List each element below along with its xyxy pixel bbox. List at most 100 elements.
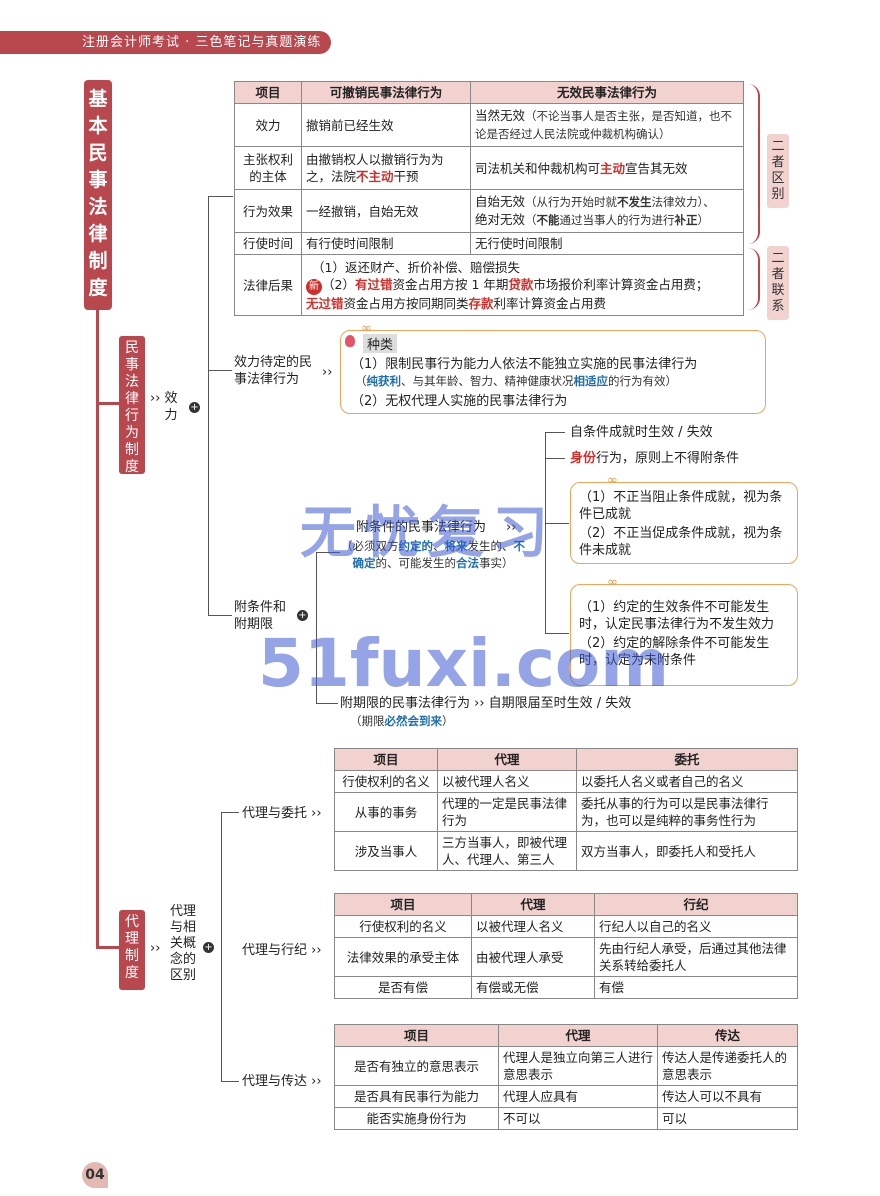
th: 项目	[334, 893, 472, 916]
pending-label: 效力待定的民事法律行为	[234, 354, 324, 388]
cell: 法律效果的承受主体	[334, 937, 472, 977]
expand-icon-agency[interactable]: +	[203, 942, 214, 953]
spine-title: 基本民事法律制度	[84, 80, 112, 310]
tree-line-term	[316, 703, 338, 704]
th: 项目	[334, 1024, 499, 1047]
text: 资金占用方按同期同类	[343, 295, 469, 311]
consequence-line-3: 无过错资金占用方按同期同类存款利率计算资金占用费	[306, 295, 739, 312]
cell: 有偿	[594, 976, 798, 999]
table-agency-broker: 项目代理行纪 行使权利的名义以被代理人名义行纪人以自己的名义 法律效果的承受主体…	[334, 893, 798, 999]
cell-blue: 不发生	[617, 195, 652, 209]
cell: 司法机关和仲裁机构可主动宣告其无效	[470, 146, 744, 190]
text: 行为，原则上不得附条件	[596, 451, 740, 466]
tree-line-cond-top	[316, 552, 340, 553]
table-row: 能否实施身份行为不可以可以	[334, 1107, 798, 1130]
cell: 涉及当事人	[334, 831, 438, 871]
cell: 是否具有民事行为能力	[334, 1085, 499, 1108]
cell-text: 自始无效	[475, 194, 526, 209]
cond-branch-text: 附条件和附期限	[234, 600, 287, 632]
table-row: 涉及当事人三方当事人，即被代理人、代理人、第三人双方当事人，即委托人和受托人	[334, 831, 798, 871]
cell: 委托从事的行为可以是民事法律行为，也可以是纯粹的事务性行为	[576, 792, 798, 832]
page-header: 注册会计师考试 · 三色笔记与真题演练	[0, 31, 331, 54]
cell: 是否有独立的意思表示	[334, 1046, 499, 1086]
term-note: （期限必然会到来）	[350, 713, 454, 729]
text: 利率计算资金占用费	[493, 295, 607, 311]
th: 代理	[471, 893, 595, 916]
tree-line-agency-1	[221, 812, 239, 813]
table-row: 行使权利的名义以被代理人名义行纪人以自己的名义	[334, 915, 798, 938]
cell-text: 宣告其无效	[625, 160, 688, 176]
text-red: 无过错	[306, 295, 344, 311]
header-title: 注册会计师考试 · 三色笔记与真题演练	[82, 35, 322, 50]
cell: 是否有偿	[334, 976, 472, 999]
tag-civil-act: 民事法律行为制度	[119, 336, 145, 475]
text: ）	[442, 714, 454, 728]
th: 代理	[498, 1024, 658, 1047]
cell-red: 主动	[600, 160, 626, 176]
expand-icon-cond[interactable]: +	[297, 610, 308, 621]
cell: 一经撤销，自始无效	[301, 189, 471, 233]
cond-item-1: 自条件成就时生效 / 失效	[570, 425, 713, 440]
text-blue: 相适应	[573, 374, 609, 388]
tree-line-item1	[545, 432, 565, 433]
cell-key: 行为效果	[234, 189, 302, 233]
pending-arrow: ››	[322, 365, 333, 380]
agency-diff-text: 代理与相关概念的区别	[170, 904, 197, 983]
tag-agency-text: 代理制度	[125, 914, 139, 981]
table-row: 法律后果 （1）返还财产、折价补偿、赔偿损失 新（2）有过错资金占用方按 1 年…	[234, 254, 744, 316]
pending-line-2: （纯获利、与其年龄、智力、精神健康状况相适应的行为有效）	[355, 373, 677, 389]
cell-note: 法律效力）、	[651, 195, 715, 209]
cond-arrow: ››	[506, 520, 517, 535]
text-red: 贷款	[508, 276, 534, 292]
th-item: 项目	[234, 81, 302, 104]
text: （	[355, 374, 367, 388]
th: 项目	[334, 748, 438, 771]
text-red: 存款	[468, 295, 494, 311]
pending-box: ∞ 种类 （1）限制民事行为能力人依法不能独立实施的民事法律行为 （纯获利、与其…	[340, 321, 766, 414]
tree-line-xiaoli	[208, 196, 209, 616]
cell-text: 由撤销权人以撤销行为为之，法院	[306, 152, 444, 184]
spine-line	[96, 308, 99, 948]
cell: 行使权利的名义	[334, 915, 472, 938]
text: 市场报价利率计算资金占用费；	[533, 276, 709, 292]
cell-blue: 不能	[536, 213, 560, 227]
cell: 传达人可以不具有	[657, 1085, 798, 1108]
xiaoli-label: ›› 效力	[150, 391, 178, 423]
cell: 传达人是传递委托人的意思表示	[657, 1046, 798, 1086]
cell: 不可以	[498, 1107, 658, 1130]
table-agency-transmit: 项目代理传达 是否有独立的意思表示代理人是独立向第三人进行意思表示传达人是传递委…	[334, 1024, 798, 1130]
tag-agency: 代理制度	[119, 910, 145, 990]
bracket-diff	[748, 84, 760, 244]
table-row: 法律效果的承受主体由被代理人承受先由行纪人承受，后通过其他法律关系转给委托人	[334, 937, 798, 977]
consequence-line-2: 新（2）有过错资金占用方按 1 年期贷款市场报价利率计算资金占用费；	[306, 276, 739, 295]
agency-diff-label: 代理与相关概念的区别	[170, 904, 200, 984]
text-blue: 合法	[456, 556, 479, 570]
cell-text: 绝对无效	[475, 212, 526, 227]
tree-line-item2	[545, 458, 565, 459]
cell: 行纪人以自己的名义	[594, 915, 798, 938]
text: 资金占用方按 1 年期	[392, 276, 509, 292]
expand-icon-xiaoli[interactable]: +	[189, 402, 200, 413]
paperclip-icon: ∞	[361, 321, 372, 336]
cell: 三方当事人，即被代理人、代理人、第三人	[437, 831, 577, 871]
cell-text: 干预	[393, 169, 419, 184]
spine-curve-2	[96, 946, 120, 949]
cell: 可以	[657, 1107, 798, 1130]
tag-diff: 二者区别	[767, 134, 789, 208]
cell-text: 司法机关和仲裁机构可	[475, 160, 601, 176]
cond-box-2-line-2: （2）约定的解除条件不可能发生时，认定为未附条件	[579, 636, 770, 668]
pending-label-text: 效力待定的民事法律行为	[234, 355, 313, 387]
cell: 以委托人名义或者自己的名义	[576, 770, 798, 793]
table-row: 是否有偿有偿或无偿有偿	[334, 976, 798, 999]
cell: 代理人应具有	[498, 1085, 658, 1108]
tag-diff-text: 二者区别	[771, 139, 785, 202]
cell: 代理的一定是民事法律行为	[437, 792, 577, 832]
text: 发生的、	[467, 539, 514, 553]
paperclip-icon: ∞	[607, 473, 618, 488]
branch-agency-transmit: 代理与传达 ››	[242, 1074, 322, 1089]
watermark-url: 51fuxi.com	[258, 625, 670, 702]
text: （必须双方	[341, 539, 399, 553]
tree-line-t1	[208, 196, 233, 197]
cell-key: 法律后果	[234, 254, 302, 316]
spine-text: 基本民事法律制度	[88, 88, 108, 299]
